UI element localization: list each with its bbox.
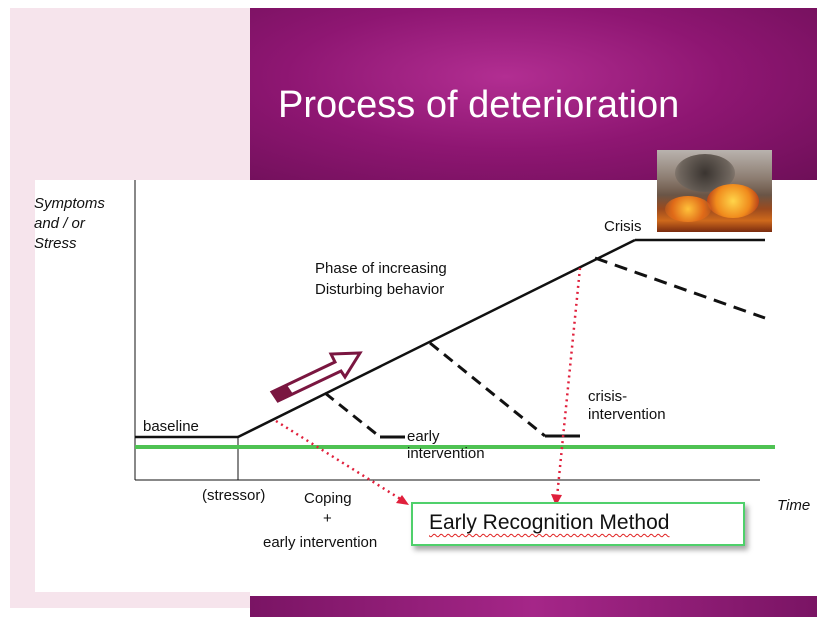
crisis-intervention-label-1: crisis- — [588, 388, 628, 405]
slide-footer-band — [250, 596, 817, 617]
y-axis-label-1: Symptoms — [34, 195, 105, 212]
deterioration-line — [237, 238, 636, 439]
coping-label-1: Coping — [304, 490, 352, 507]
crisis-intervention-dashed — [594, 256, 766, 320]
early-intervention-label-2: intervention — [407, 445, 485, 462]
coping-label-3: early intervention — [263, 534, 378, 551]
fire-photo — [657, 150, 772, 232]
y-axis-label-3: Stress — [34, 235, 77, 252]
red-dotted-arrow-right — [555, 267, 582, 498]
phase-label-1: Phase of increasing — [315, 260, 447, 277]
red-dotted-arrow-left — [275, 419, 403, 502]
early-intervention-dashed — [324, 391, 381, 439]
stressor-label: (stressor) — [202, 487, 266, 504]
early-recognition-method-text: Early Recognition Method — [429, 511, 670, 534]
mid-intervention-dashed — [429, 341, 546, 438]
red-arrowhead-right — [551, 494, 562, 506]
coping-label-2: + — [323, 510, 332, 527]
phase-label-2: Disturbing behavior — [315, 281, 445, 298]
arrow-tail — [272, 385, 293, 401]
crisis-label: Crisis — [604, 218, 642, 235]
crisis-intervention-label-2: intervention — [588, 406, 666, 423]
early-recognition-method-box: Early Recognition Method — [411, 502, 745, 546]
y-axis-label-2: and / or — [34, 215, 85, 232]
baseline-label: baseline — [143, 418, 199, 435]
slide-title: Process of deterioration — [278, 84, 680, 126]
early-intervention-label-1: early — [407, 428, 440, 445]
x-axis-label: Time — [777, 497, 811, 514]
red-arrowhead-left — [396, 495, 409, 505]
